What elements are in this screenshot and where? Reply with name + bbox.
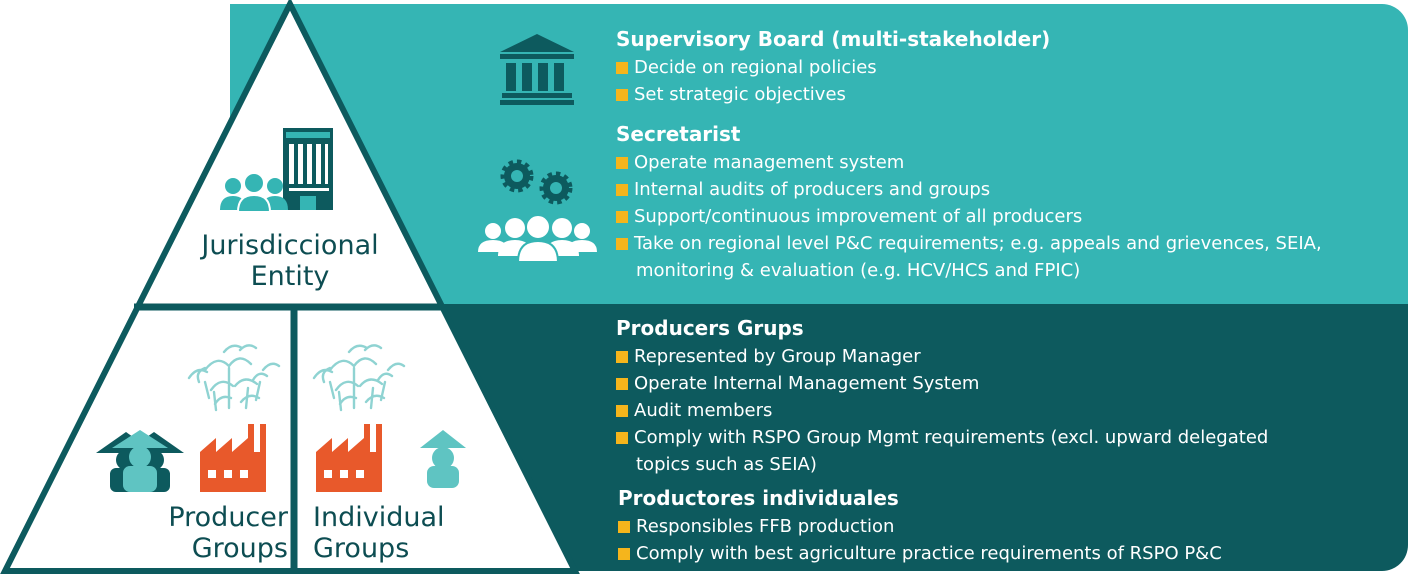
individual-producers-section: Productores individuales Responsibles FF… [618, 486, 1222, 567]
factory-icon-right [316, 424, 382, 492]
producer-groups-section: Producers Grups Represented by Group Man… [616, 316, 1268, 478]
list-item: Set strategic objectives [616, 81, 1050, 108]
palm-trees-icon-right [312, 344, 406, 412]
farmer-individual-icon [420, 430, 466, 488]
list-item: Operate Internal Management System [616, 370, 1268, 397]
label-line: Jurisdiccional [201, 230, 379, 261]
team-people-icon [478, 214, 597, 263]
list-item: Take on regional level P&C requirements;… [616, 230, 1322, 284]
producer-groups-label: Producer Groups [128, 502, 288, 564]
pyramid-shape [5, 4, 575, 571]
list-item: Responsibles FFB production [618, 513, 1222, 540]
section-title: Producers Grups [616, 316, 804, 340]
label-line: Groups [313, 533, 410, 564]
list-item: Operate management system [616, 149, 1322, 176]
label-line: Groups [191, 533, 288, 564]
farmers-group-icon [96, 430, 184, 492]
list-item-text: Comply with RSPO Group Mgmt requirements… [634, 427, 1269, 448]
list-item: Decide on regional policies [616, 54, 1050, 81]
label-line: Entity [250, 261, 330, 292]
label-line: Individual [313, 502, 445, 533]
factory-icon-left [200, 424, 266, 492]
list-item: Audit members [616, 397, 1268, 424]
staff-people-icon [220, 172, 288, 213]
jurisdictional-entity-label: Jurisdiccional Entity [180, 230, 400, 292]
gears-icon [500, 159, 573, 205]
list-item: Comply with best agriculture practice re… [618, 540, 1222, 567]
secretariat-section: Secretarist Operate management system In… [616, 122, 1322, 284]
office-building-icon [283, 128, 333, 210]
list-item: Support/continuous improvement of all pr… [616, 203, 1322, 230]
section-title: Productores individuales [618, 486, 899, 510]
pyramid-outline [0, 0, 580, 574]
palm-trees-icon-left [187, 344, 281, 412]
list-item: Represented by Group Manager [616, 343, 1268, 370]
list-item-text: Take on regional level P&C requirements;… [634, 233, 1322, 254]
entity-panel [230, 4, 1408, 304]
section-title: Supervisory Board (multi-stakeholder) [616, 27, 1051, 51]
label-line: Producer [168, 502, 288, 533]
list-item-continuation: monitoring & evaluation (e.g. HCV/HCS an… [636, 260, 1081, 281]
supervisory-board-section: Supervisory Board (multi-stakeholder) De… [616, 27, 1050, 108]
list-item: Internal audits of producers and groups [616, 176, 1322, 203]
list-item-continuation: topics such as SEIA) [636, 454, 817, 475]
building-columns-icon [500, 34, 574, 105]
section-title: Secretarist [616, 122, 741, 146]
individual-groups-label: Individual Groups [313, 502, 473, 564]
list-item: Comply with RSPO Group Mgmt requirements… [616, 424, 1268, 478]
